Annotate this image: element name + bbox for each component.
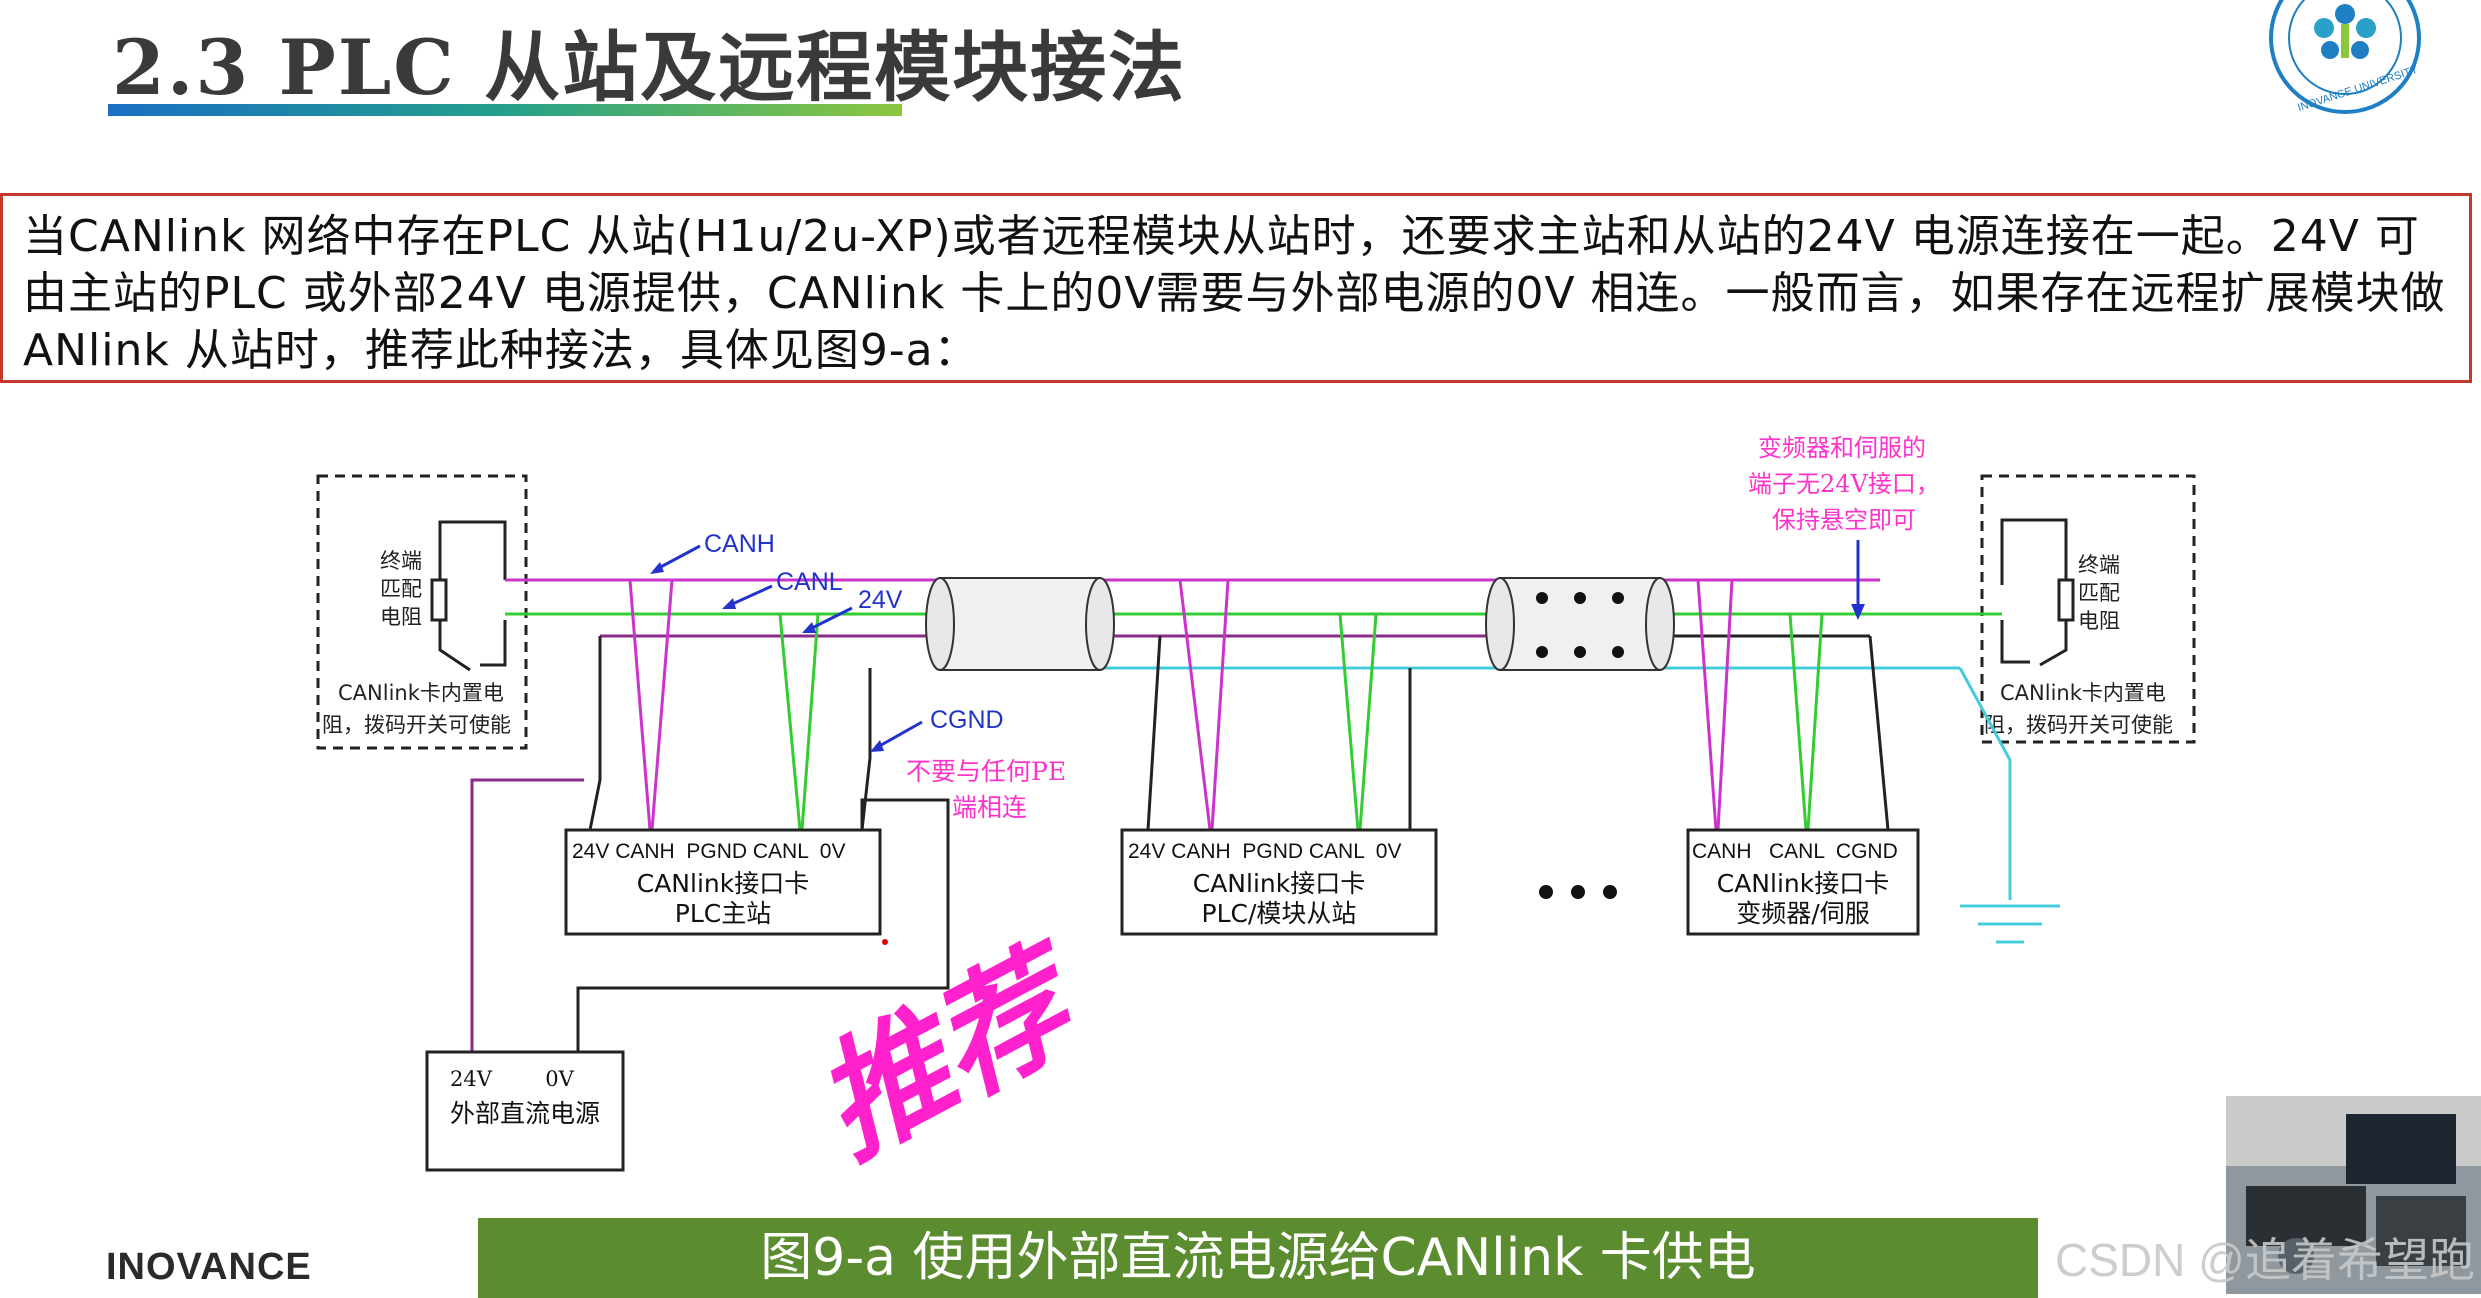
inverter-note-2: 端子无24V接口，	[1748, 470, 1940, 498]
right-switch	[2039, 620, 2068, 667]
cgnd-note-2: 端相连	[952, 793, 1027, 822]
left-switch-out	[480, 620, 507, 667]
right-resistor-label-2: 匹配	[2078, 581, 2120, 605]
right-resistor-note-2: 阻，拨码开关可使能	[1984, 713, 2173, 737]
slave-line1: CANlink接口卡	[1193, 869, 1365, 898]
right-resistor-label-1: 终端	[2078, 553, 2120, 577]
cgnd-note-1: 不要与任何PE	[906, 757, 1066, 786]
left-terminator-box	[316, 474, 528, 750]
slave-pins: 24V CANH PGND CANL 0V	[1128, 840, 1401, 863]
psu-box	[425, 1050, 625, 1172]
inverter-note-3: 保持悬空即可	[1772, 506, 1916, 534]
label-cgnd: CGND	[930, 706, 1004, 734]
brand-logo: INOVANCE	[106, 1246, 312, 1288]
left-switch	[438, 620, 471, 672]
inverter-line1: CANlink接口卡	[1717, 869, 1889, 898]
ellipsis-dot	[1571, 885, 1585, 899]
inverter-line2: 变频器/伺服	[1736, 899, 1869, 928]
slave-line2: PLC/模块从站	[1202, 899, 1357, 928]
inverter-box	[1686, 828, 1920, 936]
slave-drops	[1146, 579, 1412, 831]
webcam-overlay	[2226, 1096, 2481, 1294]
slave-box	[1120, 828, 1438, 936]
arrow-cgnd	[875, 720, 923, 750]
ellipsis-dot	[1539, 885, 1553, 899]
arrow-canh	[654, 544, 701, 572]
right-resistor	[2057, 578, 2075, 622]
left-resistor-label-1: 终端	[380, 549, 422, 573]
intro-paragraph: 当CANlink 网络中存在PLC 从站(H1u/2u-XP)或者远程模块从站时…	[0, 193, 2472, 383]
title-underline	[108, 104, 902, 116]
arrow-canl	[727, 584, 773, 608]
right-terminator-box	[1980, 474, 2196, 744]
recommend-stamp: 推荐	[792, 918, 1112, 1185]
left-resistor	[430, 578, 448, 622]
arrow-24v	[807, 606, 853, 632]
inverter-pins: CANH CANL CGND	[1692, 840, 1898, 863]
label-24v: 24V	[858, 586, 903, 614]
inverter-drops	[1696, 579, 1890, 831]
label-canl: CANL	[776, 568, 843, 596]
master-drops	[588, 579, 872, 831]
label-canh: CANH	[704, 530, 775, 558]
inverter-note-1: 变频器和伺服的	[1758, 434, 1926, 462]
ground-symbol	[1960, 904, 2060, 944]
ellipsis-dot	[1603, 885, 1617, 899]
master-pins: 24V CANH PGND CANL 0V	[572, 840, 845, 863]
webcam-thumbnail	[2226, 1096, 2481, 1294]
right-switch-out	[2000, 620, 2030, 664]
master-line1: CANlink接口卡	[637, 869, 809, 898]
figure-caption: 图9-a 使用外部直流电源给CANlink 卡供电	[478, 1218, 2038, 1298]
left-resistor-note-2: 阻，拨码开关可使能	[322, 713, 511, 737]
left-resistor-label-3: 电阻	[380, 605, 422, 629]
psu-line1: 外部直流电源	[450, 1099, 600, 1128]
page-title: 2.3 PLC 从站及远程模块接法	[112, 23, 1187, 112]
bus-shield	[1015, 666, 2012, 900]
red-dot	[882, 939, 888, 945]
right-resistor-note-1: CANlink卡内置电	[2000, 681, 2166, 705]
master-box	[564, 828, 882, 936]
right-resistor-wire	[2000, 518, 2068, 585]
cable-symbol-1	[925, 577, 1115, 671]
psu-wiring	[470, 778, 950, 1052]
psu-pins: 24V 0V	[450, 1067, 575, 1091]
csdn-watermark: CSDN @追着希望跑	[2055, 1234, 2475, 1286]
left-resistor-label-2: 匹配	[380, 577, 422, 601]
left-resistor-note-1: CANlink卡内置电	[338, 681, 504, 705]
master-line2: PLC主站	[675, 899, 771, 928]
right-resistor-label-3: 电阻	[2078, 609, 2120, 633]
left-resistor-wire	[438, 520, 507, 580]
inovance-university-logo: INOVANCE UNIVERSITY	[2269, 0, 2421, 114]
cable-symbol-2	[1485, 577, 1675, 671]
